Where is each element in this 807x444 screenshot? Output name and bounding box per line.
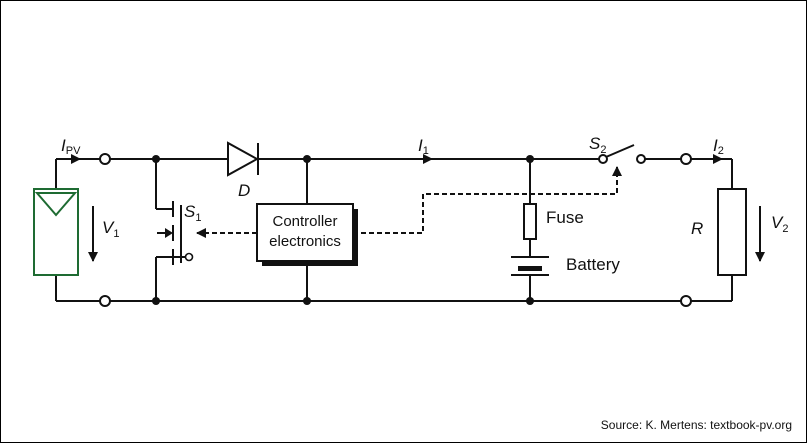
label-diode: D <box>238 181 250 200</box>
control-line-s2 <box>353 166 622 234</box>
controller-label-line2: electronics <box>269 233 341 250</box>
label-v1: V1 <box>102 218 119 240</box>
s1-body-arrow <box>165 228 173 238</box>
label-v2: V2 <box>771 213 788 235</box>
i1-arrow <box>423 154 433 164</box>
resistor-r <box>717 188 747 276</box>
terminal-pv-top <box>99 153 111 165</box>
controller-label-line1: Controller <box>272 213 337 230</box>
switch-s1 <box>155 159 186 301</box>
fuse <box>523 203 537 240</box>
controller-box <box>256 203 358 266</box>
label-s1: S1 <box>184 202 201 224</box>
s1-gate-terminal <box>184 252 194 262</box>
label-r: R <box>691 219 703 238</box>
source-credit: Source: K. Mertens: textbook-pv.org <box>600 418 792 432</box>
diode-d <box>227 141 260 177</box>
terminal-pv-bottom <box>99 295 111 307</box>
ipv-arrow <box>71 154 81 164</box>
label-s2: S2 <box>589 134 606 156</box>
i2-arrow <box>713 154 723 164</box>
terminal-load-top <box>680 153 692 165</box>
label-i1: I1 <box>418 136 429 157</box>
label-battery: Battery <box>566 255 620 274</box>
label-ipv: IPV <box>61 136 81 157</box>
label-i2: I2 <box>713 136 724 157</box>
terminal-load-bottom <box>680 295 692 307</box>
pv-module <box>33 188 79 276</box>
switch-s2 <box>598 144 646 164</box>
bottom-bus-wire <box>55 275 733 302</box>
battery <box>511 256 549 276</box>
top-bus-wire <box>55 158 733 189</box>
label-fuse: Fuse <box>546 208 584 227</box>
